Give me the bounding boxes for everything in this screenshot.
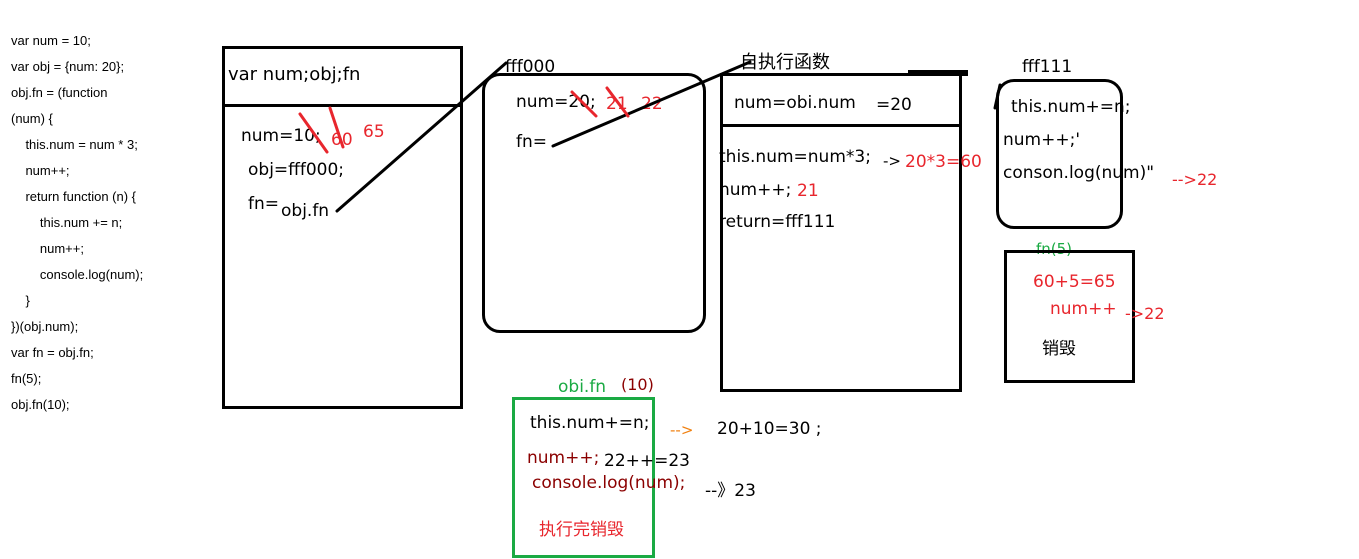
heap-fn-line1: this.num+=n; [1011, 97, 1131, 117]
call-fn5-title: fn(5) [1036, 240, 1073, 258]
call-fn5-line2: num++ [1050, 299, 1117, 319]
code-line: num++; [11, 163, 70, 178]
call-objfn-arg: (10) [621, 375, 654, 394]
self-exec-line1: this.num=num*3; [719, 147, 871, 167]
call-objfn-line1-result: 20+10=30 ; [717, 419, 822, 439]
heap-obj-address: fff000 [505, 57, 556, 77]
code-line: return function (n) { [11, 189, 137, 204]
call-objfn-title: obi.fn [558, 377, 607, 397]
global-num-label: num=10; [241, 126, 321, 146]
self-exec-divider [720, 124, 962, 127]
code-line: var num = 10; [11, 33, 91, 48]
self-exec-header-right: =20 [876, 95, 912, 115]
code-line: console.log(num); [11, 267, 144, 282]
code-line: })(obj.num); [11, 319, 79, 334]
call-objfn-line2: num++; [527, 448, 600, 468]
global-fn-value: obj.fn [281, 201, 330, 221]
heap-obj-num-label: num=20; [516, 92, 596, 112]
heap-fn-address: fff111 [1022, 57, 1073, 77]
self-exec-line2: num++; [719, 180, 792, 200]
call-fn5-box [1004, 250, 1135, 383]
code-line: this.num += n; [11, 215, 123, 230]
global-scope-box [222, 46, 463, 409]
global-scope-header: var num;obj;fn [228, 64, 361, 85]
code-line: obj.fn(10); [11, 397, 70, 412]
global-fn-label: fn= [248, 194, 280, 214]
call-objfn-line1: this.num+=n; [530, 413, 650, 433]
heap-fn-line3: conson.log(num)" [1003, 163, 1155, 183]
self-exec-line1-result: 20*3=60 [905, 152, 982, 172]
heap-obj-box [482, 73, 706, 333]
code-listing: var num = 10; var obj = {num: 20}; obj.f… [11, 28, 143, 418]
global-num-value-65: 65 [363, 122, 385, 142]
call-fn5-line3: 销毁 [1042, 339, 1076, 359]
heap-fn-box [996, 79, 1123, 229]
call-objfn-line3-result: --》23 [705, 481, 756, 501]
self-exec-line2-value: 21 [797, 181, 819, 201]
code-line: num++; [11, 241, 84, 256]
heap-obj-fn-label: fn= [516, 132, 548, 152]
call-fn5-line2-result: ->22 [1125, 304, 1165, 323]
call-objfn-line3: console.log(num); [532, 473, 686, 493]
heap-obj-num-value-21: 21 [606, 94, 628, 114]
heap-fn-line2: num++;' [1003, 130, 1080, 150]
self-exec-box [720, 73, 962, 392]
self-exec-line1-arrow: -> [883, 152, 901, 170]
code-line: var fn = obj.fn; [11, 345, 94, 360]
code-line: var obj = {num: 20}; [11, 59, 125, 74]
self-exec-corner-mark [908, 70, 968, 76]
call-objfn-line2-result: 22++=23 [604, 451, 690, 471]
global-scope-divider [222, 104, 463, 107]
self-exec-line3: return=fff111 [719, 212, 836, 232]
code-line: (num) { [11, 111, 53, 126]
call-fn5-line1: 60+5=65 [1033, 272, 1116, 292]
global-num-value-60: 60 [331, 130, 353, 150]
code-line: } [11, 293, 30, 308]
self-exec-title: 自执行函数 [740, 52, 830, 73]
code-line: fn(5); [11, 371, 42, 386]
call-objfn-line4: 执行完销毁 [539, 520, 624, 540]
self-exec-header-left: num=obi.num [734, 93, 856, 113]
code-line: obj.fn = (function [11, 85, 108, 100]
call-objfn-line1-arrow: --> [670, 421, 694, 439]
heap-obj-num-value-22: 22 [641, 94, 663, 114]
code-line: this.num = num * 3; [11, 137, 138, 152]
global-obj-line: obj=fff000; [248, 160, 345, 180]
call-objfn-box [512, 397, 655, 558]
heap-fn-result: -->22 [1172, 170, 1218, 189]
